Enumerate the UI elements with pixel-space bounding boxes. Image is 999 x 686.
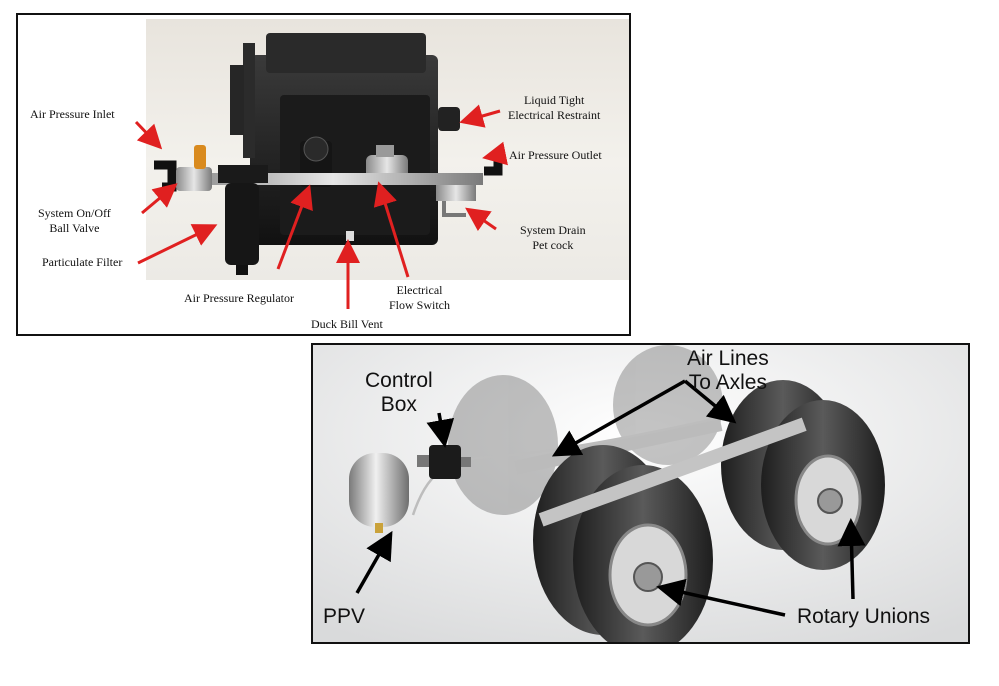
label-liquid-tight-line1: Liquid Tight (523, 93, 585, 107)
arrow-air-lines-right (683, 379, 737, 424)
label-system-on-off: System On/Off Ball Valve (38, 206, 111, 236)
inlet-elbow (154, 160, 177, 192)
label-electrical-flow-switch-line1: Electrical (396, 283, 443, 297)
label-system-on-off-line1: System On/Off (38, 206, 111, 220)
arrow-ppv (355, 530, 393, 594)
arrow-system-on-off (141, 183, 178, 215)
label-control-box-line1: Control (365, 369, 433, 392)
ball-valve (176, 145, 212, 191)
label-air-pressure-inlet: Air Pressure Inlet (30, 107, 115, 121)
arrow-control-box (426, 412, 455, 448)
label-system-drain-line2: Pet cock (532, 238, 574, 252)
arrow-particulate-filter (137, 224, 218, 265)
arrow-air-pressure-inlet (134, 120, 163, 150)
label-control-box-line2: Box (380, 393, 417, 416)
axle-system-illustration (313, 345, 968, 642)
arrow-liquid-tight-restraint (459, 104, 501, 128)
label-duck-bill-vent: Duck Bill Vent (311, 317, 383, 331)
drain-petcock (436, 185, 476, 217)
label-system-drain: System Drain Pet cock (520, 223, 586, 253)
label-system-on-off-line2: Ball Valve (49, 221, 100, 235)
control-box-photo-panel: Air Pressure Inlet System On/Off Ball Va… (16, 13, 631, 336)
callout-arrows (134, 104, 509, 309)
particulate-filter (218, 165, 268, 275)
front-axle (538, 417, 807, 527)
arrow-rotary-union-right (837, 518, 866, 600)
arrow-system-drain (465, 207, 497, 232)
arrow-air-pressure-regulator (276, 184, 313, 270)
arrow-air-lines-left (551, 379, 686, 457)
control-box-unit (417, 445, 471, 479)
liquid-tight-gland (438, 107, 460, 131)
label-particulate-filter: Particulate Filter (42, 255, 123, 269)
label-control-box: Control Box (365, 369, 433, 417)
enclosure-box (230, 33, 438, 245)
axle-system-panel: Air Lines To Axles Control Box PPV Rotar… (311, 343, 970, 644)
label-liquid-tight-line2: Electrical Restraint (508, 108, 601, 122)
duck-bill-vent-part (346, 231, 354, 241)
label-air-lines-line1: Air Lines (687, 347, 769, 370)
label-air-pressure-regulator: Air Pressure Regulator (184, 291, 294, 305)
label-air-pressure-outlet: Air Pressure Outlet (509, 148, 602, 162)
arrow-electrical-flow-switch (373, 181, 410, 278)
label-electrical-flow-switch: Electrical Flow Switch (389, 283, 450, 313)
arrow-air-pressure-outlet (482, 141, 509, 166)
label-air-lines-line2: To Axles (688, 371, 767, 394)
label-air-lines-to-axles: Air Lines To Axles (687, 347, 769, 395)
arrow-rotary-union-left (656, 578, 786, 617)
label-electrical-flow-switch-line2: Flow Switch (389, 298, 451, 312)
label-system-drain-line1: System Drain (520, 223, 586, 237)
label-rotary-unions: Rotary Unions (797, 605, 931, 628)
label-ppv: PPV (323, 605, 366, 628)
label-liquid-tight-restraint: Liquid Tight Electrical Restraint (508, 93, 600, 123)
ppv-tank (349, 453, 409, 533)
callout-arrows-bottom (355, 379, 866, 617)
control-box-illustration (134, 33, 509, 309)
